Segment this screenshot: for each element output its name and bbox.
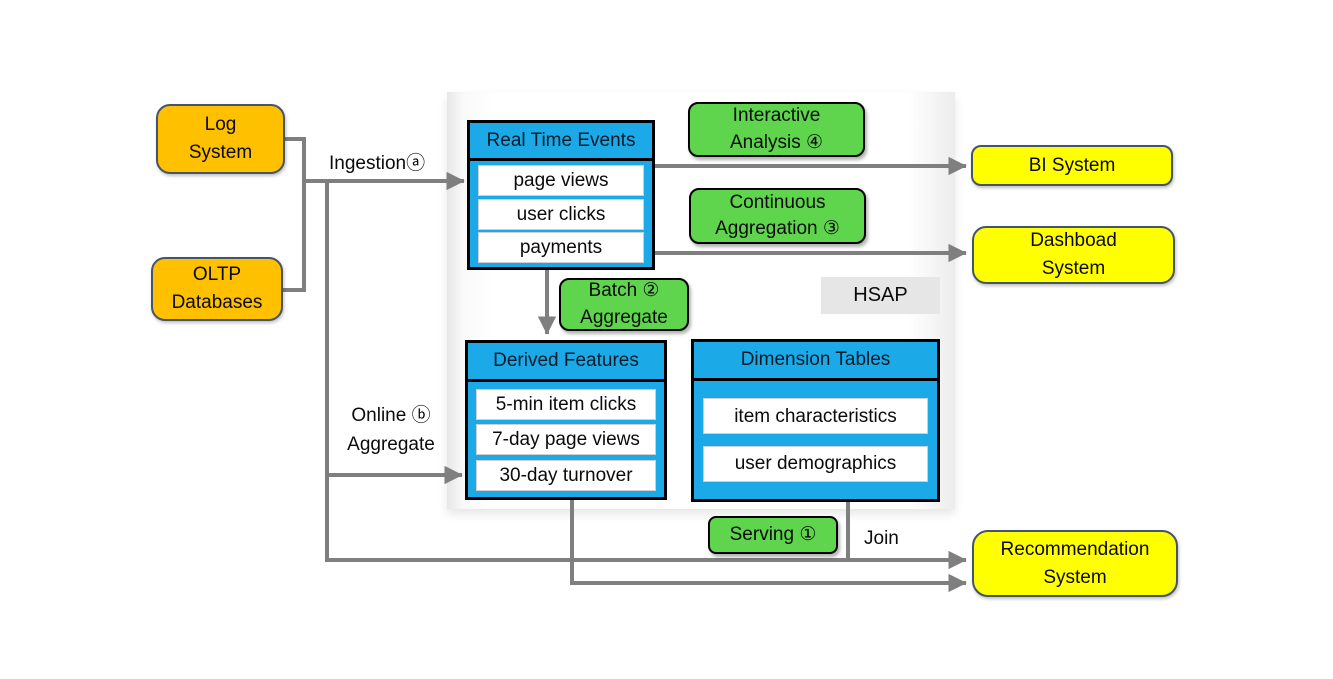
log-system-label: Log System [188, 113, 253, 164]
dashboard-system-label: Dashboad System [1030, 230, 1117, 279]
derived-features-title: Derived Features [468, 343, 664, 382]
bi-system-label: BI System [1028, 154, 1116, 176]
interactive-analysis-label: Interactive Analysis ④ [729, 105, 824, 153]
oltp-databases-label: OLTP Databases [171, 263, 263, 314]
feature-row-30day-turnover: 30-day turnover [476, 459, 656, 491]
recommendation-system-box: Recommendation System [972, 530, 1178, 597]
batch-aggregate-box: Batch ② Aggregate [559, 278, 689, 331]
dimension-tables-title: Dimension Tables [694, 342, 937, 381]
real-time-events-box: Real Time Events page views user clicks … [467, 120, 655, 270]
derived-features-rows: 5-min item clicks 7-day page views 30-da… [468, 382, 664, 497]
dimension-tables-rows: item characteristics user demographics [694, 381, 937, 499]
feature-row-5min-item-clicks: 5-min item clicks [476, 388, 656, 420]
dimension-row-item-characteristics: item characteristics [703, 398, 928, 435]
dimension-tables-box: Dimension Tables item characteristics us… [691, 339, 940, 502]
recommendation-system-label: Recommendation System [1000, 538, 1150, 588]
real-time-events-title: Real Time Events [470, 123, 652, 161]
interactive-analysis-box: Interactive Analysis ④ [688, 102, 865, 157]
derived-features-box: Derived Features 5-min item clicks 7-day… [465, 340, 667, 500]
event-row-user-clicks: user clicks [478, 198, 644, 230]
continuous-aggregation-label: Continuous Aggregation ③ [715, 191, 840, 239]
dimension-row-user-demographics: user demographics [703, 445, 928, 482]
event-row-page-views: page views [478, 165, 644, 197]
real-time-events-rows: page views user clicks payments [470, 161, 652, 267]
log-system-box: Log System [156, 104, 285, 174]
ingestion-edge-label: Ingestionⓐ [329, 153, 426, 174]
feature-row-7day-page-views: 7-day page views [476, 424, 656, 455]
serving-label: Serving ① [729, 523, 817, 545]
join-edge-label: Join [864, 528, 899, 549]
dashboard-system-box: Dashboad System [972, 226, 1175, 284]
event-row-payments: payments [478, 231, 644, 263]
oltp-databases-box: OLTP Databases [151, 257, 283, 321]
hsap-tag-label: HSAP [853, 284, 908, 306]
bi-system-box: BI System [971, 145, 1173, 186]
serving-box: Serving ① [708, 516, 838, 554]
continuous-aggregation-box: Continuous Aggregation ③ [689, 188, 866, 244]
batch-aggregate-label: Batch ② Aggregate [580, 280, 668, 328]
hsap-tag: HSAP [821, 277, 940, 314]
online-aggregate-edge-label: Online ⓑ Aggregate [347, 405, 435, 455]
